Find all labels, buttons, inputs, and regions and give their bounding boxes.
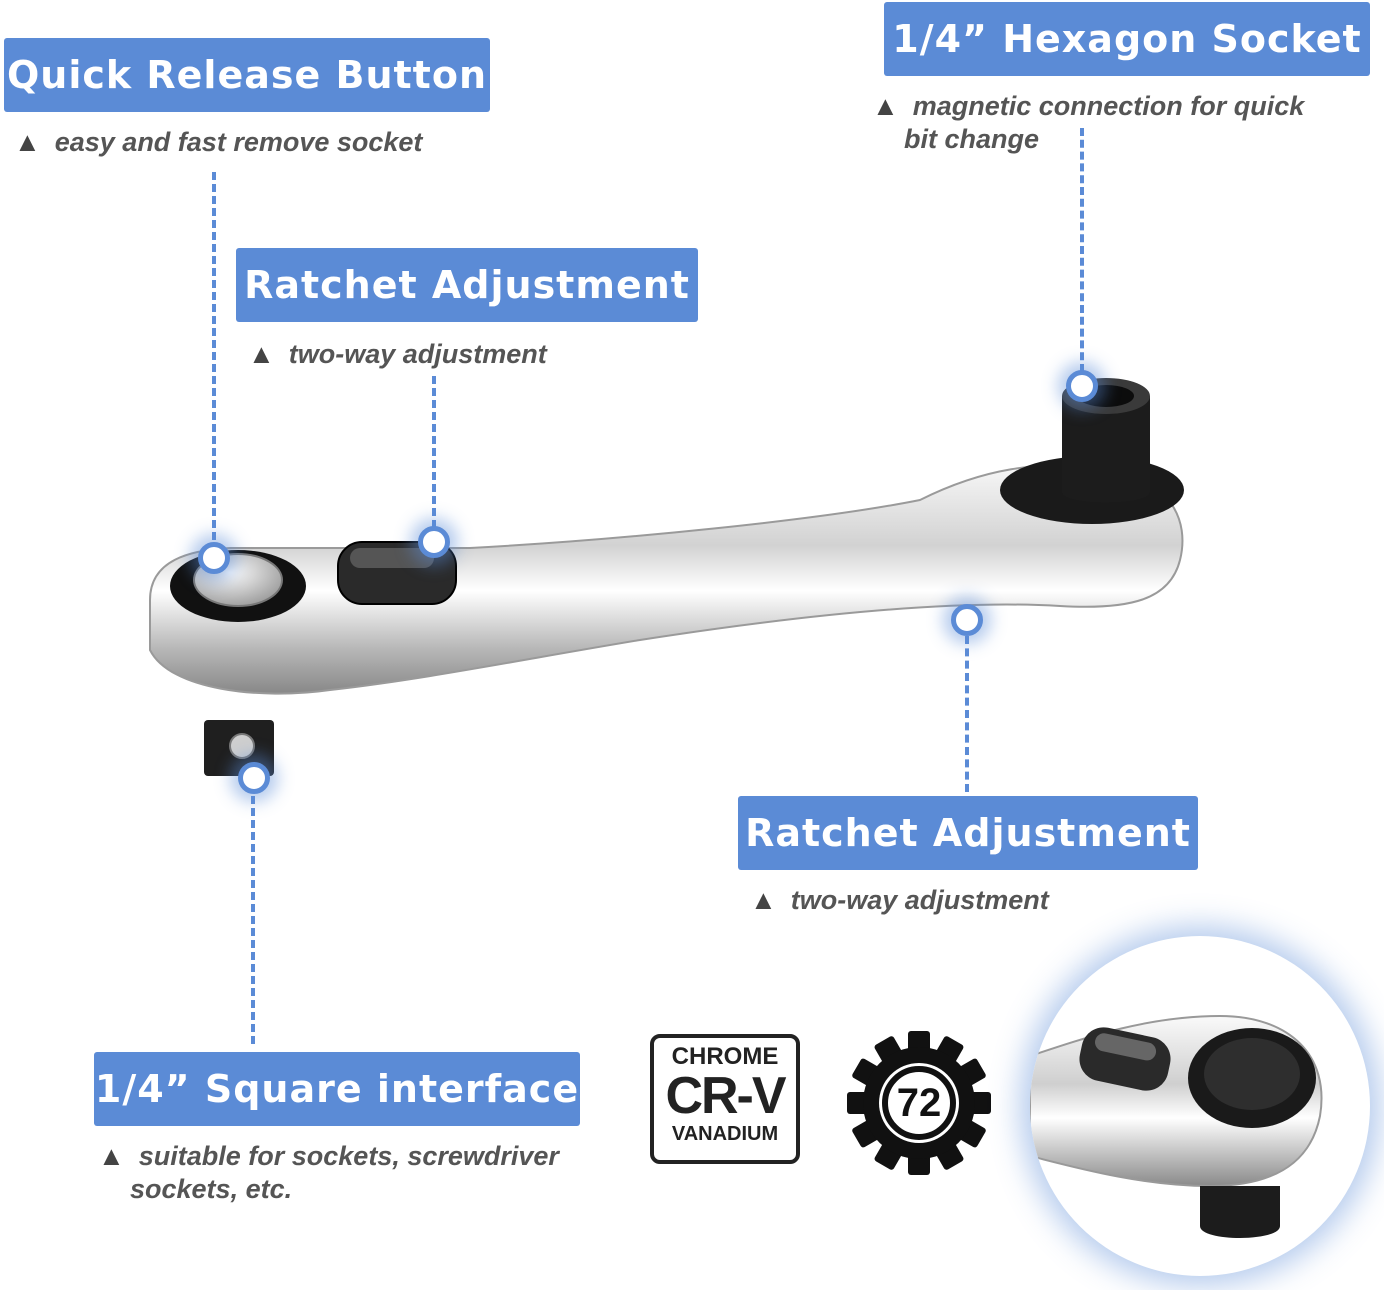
triangle-icon: ▲	[248, 339, 275, 369]
square-marker	[238, 762, 270, 794]
wrench-body	[149, 464, 1184, 695]
gear-72-badge: 72	[846, 1030, 992, 1176]
square-leader	[251, 796, 255, 1044]
chrome-vanadium-badge: CHROME CR-V VANADIUM	[650, 1034, 800, 1164]
quick-release-marker	[198, 542, 230, 574]
ratchet-bottom-marker	[951, 604, 983, 636]
triangle-icon: ▲	[98, 1141, 125, 1171]
ratchet-top-note: ▲two-way adjustment	[248, 339, 547, 369]
hex-socket-leader	[1080, 128, 1084, 372]
quick-release-title: Quick Release Button	[4, 38, 490, 112]
ratchet-top-marker	[418, 526, 450, 558]
triangle-icon: ▲	[750, 885, 777, 915]
ratchet-top-title: Ratchet Adjustment	[236, 248, 698, 322]
closeup-illustration	[1030, 1014, 1323, 1238]
ratchet-top-leader	[432, 376, 436, 528]
square-note: ▲suitable for sockets, screwdriver socke…	[98, 1141, 559, 1204]
hex-socket-marker	[1066, 370, 1098, 402]
hex-socket-note: ▲magnetic connection for quick bit chang…	[872, 91, 1305, 154]
ratchet-bottom-note: ▲two-way adjustment	[750, 885, 1049, 915]
quick-release-note: ▲easy and fast remove socket	[14, 127, 423, 157]
hex-socket-title: 1/4” Hexagon Socket	[884, 2, 1370, 76]
triangle-icon: ▲	[14, 127, 41, 157]
ratchet-closeup-image	[1030, 936, 1370, 1276]
triangle-icon: ▲	[872, 91, 899, 121]
ratchet-bottom-leader	[965, 636, 969, 792]
quick-release-leader	[212, 172, 216, 552]
gear-icon	[847, 1031, 991, 1175]
ratchet-bottom-title: Ratchet Adjustment	[738, 796, 1198, 870]
hex-socket-shape	[1062, 396, 1150, 503]
square-title: 1/4” Square interface	[94, 1052, 580, 1126]
